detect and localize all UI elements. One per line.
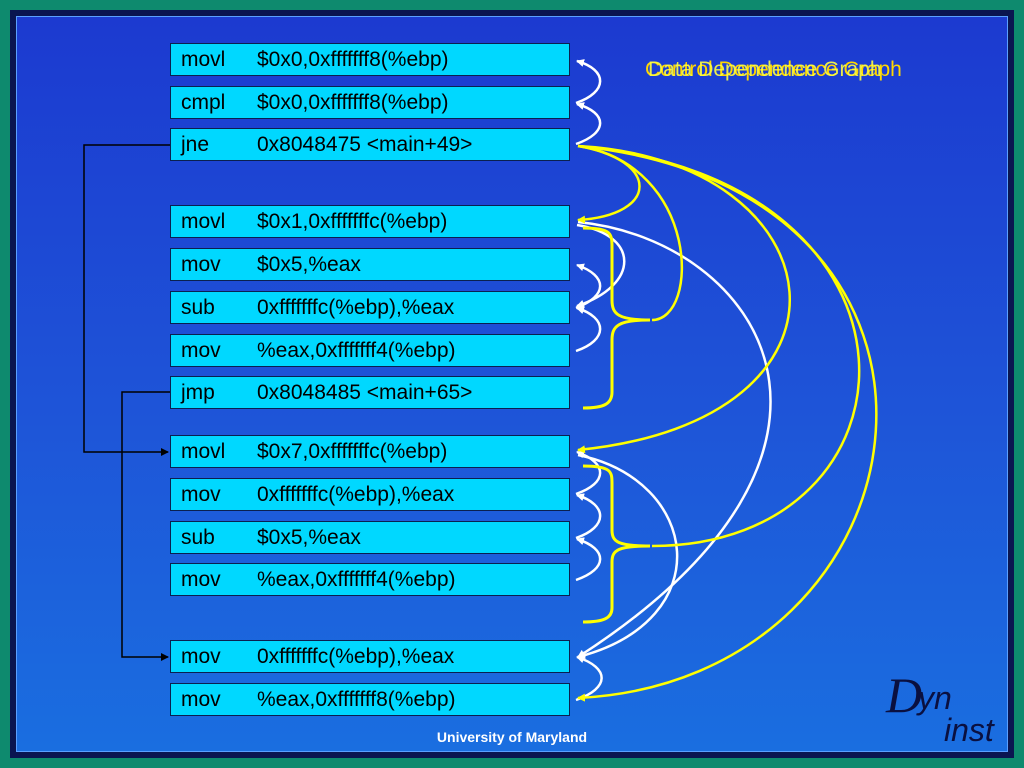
footer-university: University of Maryland xyxy=(436,729,588,745)
data-edge-1-2 xyxy=(575,59,602,105)
instruction-opcode: mov xyxy=(181,483,221,506)
jmp-jump-line xyxy=(121,391,170,661)
instruction-8: jmp 0x8048485 <main+65> xyxy=(170,376,570,409)
instruction-operands: 0xfffffffc(%ebp),%eax xyxy=(257,645,455,668)
instruction-operands: 0x8048475 <main+49> xyxy=(257,133,473,156)
instruction-opcode: mov xyxy=(181,339,221,362)
instruction-5: mov $0x5,%eax xyxy=(170,248,570,281)
data-edge-2-3 xyxy=(575,102,602,146)
control-edge-3-4 xyxy=(577,144,641,224)
dyninst-logo-d: D xyxy=(886,667,923,723)
instruction-opcode: mov xyxy=(181,568,221,591)
instruction-12: mov %eax,0xfffffff4(%ebp) xyxy=(170,563,570,596)
data-edge-10-11 xyxy=(575,493,602,540)
instruction-operands: $0x0,0xfffffff8(%ebp) xyxy=(257,91,449,114)
control-edge-3-block2 xyxy=(577,144,861,548)
instruction-opcode: sub xyxy=(181,296,215,319)
title-control-dependence: Control Dependence Graph xyxy=(645,58,902,81)
instruction-1: movl $0x0,0xfffffff8(%ebp) xyxy=(170,43,570,76)
instruction-opcode: mov xyxy=(181,688,221,711)
data-edge-6-7 xyxy=(575,306,602,353)
instruction-operands: %eax,0xfffffff8(%ebp) xyxy=(257,688,456,711)
instruction-opcode: mov xyxy=(181,253,221,276)
instruction-operands: $0x0,0xfffffff8(%ebp) xyxy=(257,48,449,71)
instruction-operands: $0x7,0xfffffffc(%ebp) xyxy=(257,440,448,463)
instruction-6: sub 0xfffffffc(%ebp),%eax xyxy=(170,291,570,324)
instruction-operands: $0x5,%eax xyxy=(257,253,361,276)
data-edge-9-13 xyxy=(577,453,679,660)
instruction-opcode: movl xyxy=(181,440,226,463)
instruction-7: mov %eax,0xfffffff4(%ebp) xyxy=(170,334,570,367)
instruction-opcode: sub xyxy=(181,526,215,549)
instruction-opcode: movl xyxy=(181,210,226,233)
control-edge-3-block1 xyxy=(577,144,684,322)
instruction-operands: $0x1,0xfffffffc(%ebp) xyxy=(257,210,448,233)
instruction-opcode: mov xyxy=(181,645,221,668)
data-edge-4-6 xyxy=(576,223,626,308)
instruction-operands: $0x5,%eax xyxy=(257,526,361,549)
instruction-opcode: jmp xyxy=(181,381,215,404)
title-data-dependence: Data Dependence Graph xyxy=(648,58,882,81)
instruction-13: mov 0xfffffffc(%ebp),%eax xyxy=(170,640,570,673)
brace-block2 xyxy=(582,464,651,624)
instruction-operands: 0x8048485 <main+65> xyxy=(257,381,473,404)
dyninst-logo-inst: inst xyxy=(944,712,994,748)
jne-jump-line xyxy=(83,144,170,456)
instruction-4: movl $0x1,0xfffffffc(%ebp) xyxy=(170,205,570,238)
instruction-9: movl $0x7,0xfffffffc(%ebp) xyxy=(170,435,570,468)
control-edge-3-14 xyxy=(577,144,878,702)
instruction-operands: 0xfffffffc(%ebp),%eax xyxy=(257,296,455,319)
instruction-3: jne 0x8048475 <main+49> xyxy=(170,128,570,161)
instruction-operands: %eax,0xfffffff4(%ebp) xyxy=(257,339,456,362)
instruction-opcode: jne xyxy=(181,133,210,156)
instruction-opcode: cmpl xyxy=(181,91,226,114)
instruction-operands: %eax,0xfffffff4(%ebp) xyxy=(257,568,456,591)
instruction-14: mov %eax,0xfffffff8(%ebp) xyxy=(170,683,570,716)
instruction-2: cmpl $0x0,0xfffffff8(%ebp) xyxy=(170,86,570,119)
instruction-operands: 0xfffffffc(%ebp),%eax xyxy=(257,483,455,506)
instruction-11: sub $0x5,%eax xyxy=(170,521,570,554)
dyninst-logo-yn: yn xyxy=(918,680,952,716)
brace-block1 xyxy=(582,226,651,410)
instruction-10: mov 0xfffffffc(%ebp),%eax xyxy=(170,478,570,511)
instruction-opcode: movl xyxy=(181,48,226,71)
data-edge-13-14 xyxy=(575,655,603,702)
control-edge-3-9 xyxy=(577,144,792,454)
data-edge-4-13 xyxy=(577,220,772,659)
data-edge-11-12 xyxy=(575,537,602,582)
